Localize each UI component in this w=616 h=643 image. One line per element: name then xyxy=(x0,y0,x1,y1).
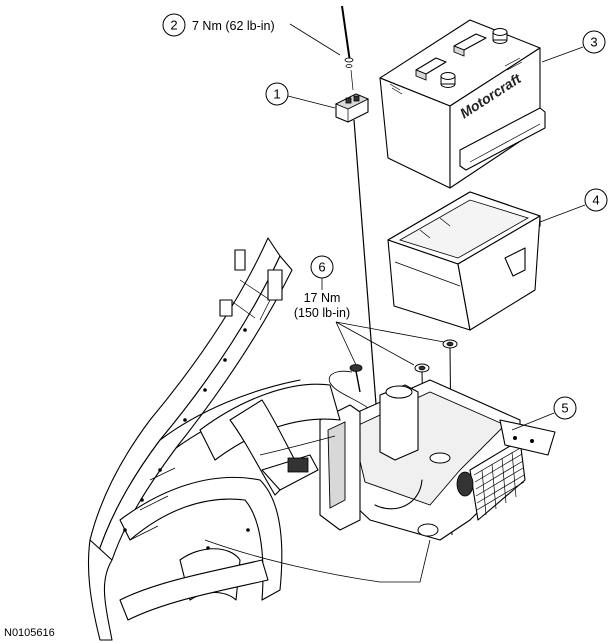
figure-code: N0105616 xyxy=(4,627,55,639)
callout-2-torque: 7 Nm (62 lb-in) xyxy=(192,19,275,33)
callout-3-number: 3 xyxy=(590,35,597,50)
battery: Motorcraft xyxy=(379,19,546,189)
battery-clamp xyxy=(334,93,370,123)
battery-box xyxy=(387,191,541,331)
callout-4: 4 xyxy=(539,188,608,223)
battery-tray xyxy=(319,379,556,541)
callout-5-number: 5 xyxy=(561,401,568,416)
callout-6: 6 17 Nm (150 lb-in) xyxy=(294,255,445,366)
callout-1-number: 1 xyxy=(273,87,280,102)
vehicle-body-structure xyxy=(87,237,431,641)
callout-6-number: 6 xyxy=(318,260,325,275)
callout-6-torque-lbin: (150 lb-in) xyxy=(294,306,350,320)
callout-3: 3 xyxy=(541,30,606,63)
callout-2: 2 7 Nm (62 lb-in) xyxy=(162,13,341,56)
hold-down-rod xyxy=(341,5,379,431)
callout-1: 1 xyxy=(265,82,336,109)
callout-6-torque-nm: 17 Nm xyxy=(304,291,341,305)
callout-2-number: 2 xyxy=(170,18,177,33)
callout-5: 5 xyxy=(511,396,577,431)
callout-4-number: 4 xyxy=(592,193,599,208)
